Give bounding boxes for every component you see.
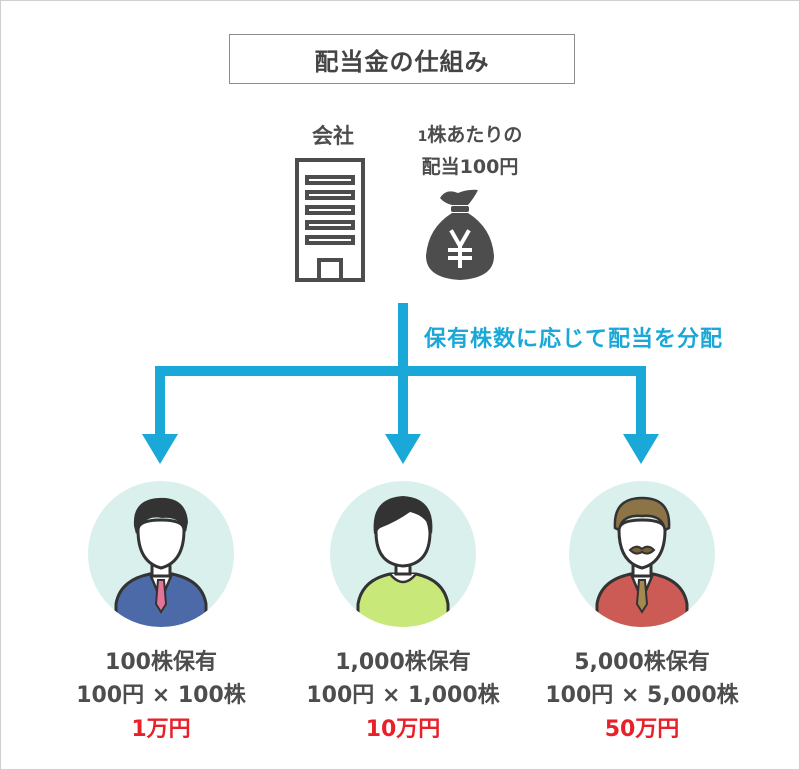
distribution-arrows bbox=[142, 303, 659, 464]
holder-2-formula: 100円 × 1,000株 bbox=[306, 683, 500, 708]
dividend-label-line1: 株あたりの bbox=[427, 124, 523, 146]
arrow-stem-left bbox=[155, 366, 165, 436]
holder-2-shares: 1,000株保有 bbox=[335, 650, 471, 675]
arrow-bar-horizontal bbox=[155, 366, 646, 376]
arrow-stem-right bbox=[636, 366, 646, 436]
holder-1-result: 1万円 bbox=[131, 717, 191, 742]
dividend-label-prefix: 1 bbox=[417, 129, 428, 145]
holder-3-result: 50万円 bbox=[604, 717, 680, 742]
holder-3-formula: 100円 × 5,000株 bbox=[545, 683, 739, 708]
building-icon bbox=[295, 158, 365, 282]
holder-3-shares: 5,000株保有 bbox=[574, 650, 710, 675]
avatar-woman-green bbox=[330, 481, 476, 627]
holder-1-shares: 100株保有 bbox=[105, 650, 217, 675]
company-label: 会社 bbox=[312, 124, 354, 148]
distribution-label: 保有株数に応じて配当を分配 bbox=[424, 327, 724, 352]
diagram-title: 配当金の仕組み bbox=[229, 34, 575, 84]
money-bag-yen-icon bbox=[426, 189, 494, 280]
dividend-label-line2: 配当100円 bbox=[421, 156, 519, 178]
avatar-man-blue-suit bbox=[88, 481, 234, 627]
arrowhead-left bbox=[142, 434, 178, 464]
dividend-label: 1株あたりの 配当100円 bbox=[395, 120, 545, 182]
holder-1-formula: 100円 × 100株 bbox=[76, 683, 246, 708]
holder-2-result: 10万円 bbox=[365, 717, 441, 742]
arrowhead-right bbox=[623, 434, 659, 464]
avatar-man-red-suit bbox=[569, 481, 715, 627]
arrowhead-center bbox=[385, 434, 421, 464]
